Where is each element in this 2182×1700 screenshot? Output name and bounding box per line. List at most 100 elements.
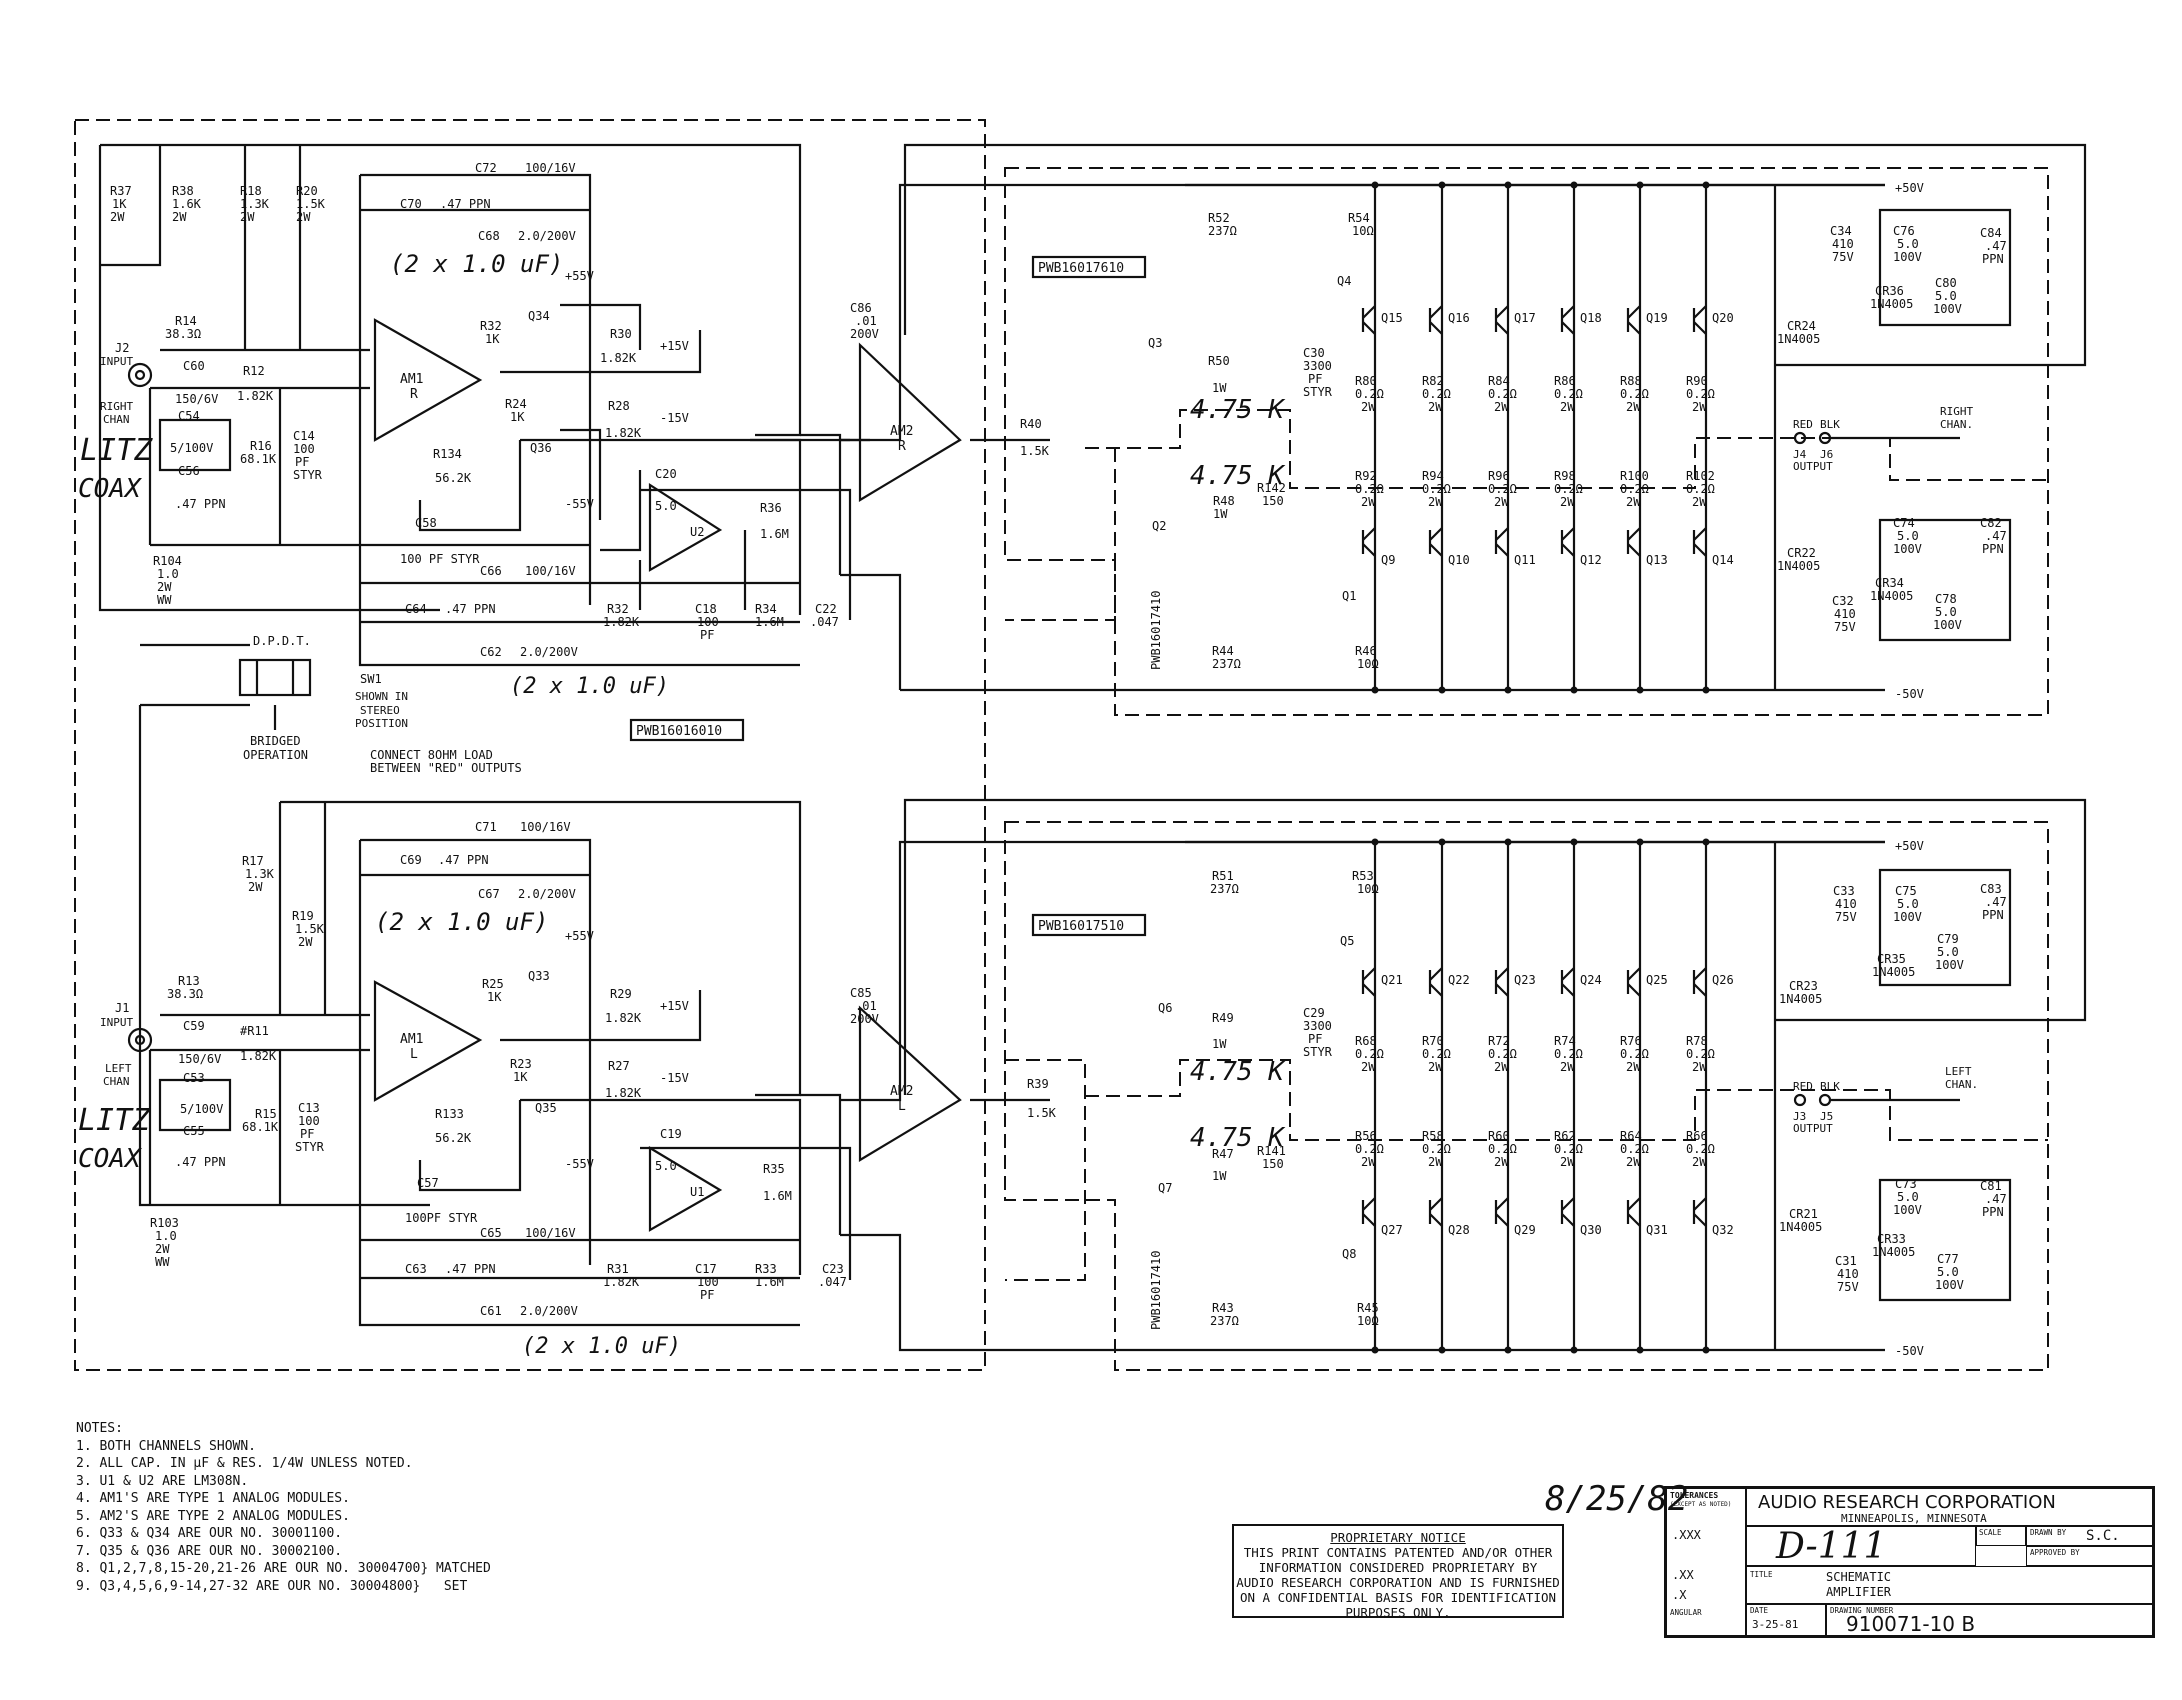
junction-dot [1438, 1346, 1446, 1354]
proprietary-notice: PROPRIETARY NOTICE THIS PRINT CONTAINS P… [1232, 1524, 1564, 1620]
chan-label: CHAN. [1940, 418, 1973, 431]
drawn-by-value: S.C. [2086, 1528, 2120, 1544]
output-transistor-symbol [1361, 527, 1376, 557]
upper-r-top-value: 0.2Ω [1620, 387, 1649, 401]
r103: R103 [150, 1216, 179, 1230]
c63v: .47 PPN [445, 1262, 496, 1276]
c30v: 3300 [1303, 359, 1332, 373]
r44: R44 [1212, 644, 1234, 658]
upper-r-bot: R96 [1488, 469, 1510, 483]
junction-dot [1702, 838, 1710, 846]
upper-q-top: Q17 [1514, 311, 1536, 325]
rail-label: +15V [660, 339, 689, 353]
component-labels: PWB16016010 PWB16017610 PWB16017510 PWB1… [100, 161, 2007, 1358]
tol-x: .X [1672, 1588, 1687, 1602]
drawn-by-label: DRAWN BY [2030, 1528, 2067, 1537]
chan-label: CHAN [103, 413, 130, 426]
shown-in-label: SHOWN IN [355, 690, 408, 703]
upper-r-top-value: 0.2Ω [1355, 387, 1384, 401]
junction-dot [1438, 838, 1446, 846]
r104v: 1.0 [157, 567, 179, 581]
drawing-number-label: DRAWING NUMBER [1830, 1606, 1894, 1615]
c53v: 5/100V [180, 1102, 223, 1116]
r47: R47 [1212, 1147, 1234, 1161]
upper-r-bot-watt: 2W [1428, 495, 1443, 509]
c83v2: PPN [1982, 908, 2004, 922]
r30v: 1.82K [600, 351, 637, 365]
r13: R13 [178, 974, 200, 988]
c73: C73 [1895, 1177, 1917, 1191]
c65: C65 [480, 1226, 502, 1240]
lower-r-bot-value: 0.2Ω [1488, 1142, 1517, 1156]
r52v: 237Ω [1208, 224, 1237, 238]
scale-label: SCALE [1979, 1528, 2002, 1537]
r34v: 1.6M [755, 615, 784, 629]
c14v3: STYR [293, 468, 323, 482]
q4: Q4 [1337, 274, 1351, 288]
title-label: TITLE [1750, 1570, 1773, 1579]
junction-dot [1371, 686, 1379, 694]
c78v: 5.0 [1935, 605, 1957, 619]
r32b: R32 [607, 602, 629, 616]
r142: R142 [1257, 481, 1286, 495]
notice-line: ON A CONFIDENTIAL BASIS FOR IDENTIFICATI… [1239, 1590, 1557, 1605]
output-transistor-symbol [1626, 967, 1641, 997]
c33: C33 [1833, 884, 1855, 898]
lower-r-top-watt: 2W [1428, 1060, 1443, 1074]
scale-cell [1976, 1526, 2026, 1546]
rail-label: +50V [1895, 839, 1924, 853]
c79v2: 100V [1935, 958, 1964, 972]
upper-q-top: Q16 [1448, 311, 1470, 325]
rail-label: -55V [565, 1157, 594, 1171]
r17: R17 [242, 854, 264, 868]
output-terminals [1793, 431, 1960, 1107]
r39v: 1.5K [1027, 1106, 1057, 1120]
c64: C64 [405, 602, 427, 616]
c64v: .47 PPN [445, 602, 496, 616]
q7: Q7 [1158, 1181, 1172, 1195]
junction-dot [1438, 181, 1446, 189]
lower-r-top: R74 [1554, 1034, 1576, 1048]
upper-r-top-watt: 2W [1361, 400, 1376, 414]
cr33: CR33 [1877, 1232, 1906, 1246]
lower-r-bot-value: 0.2Ω [1422, 1142, 1451, 1156]
c82v: .47 [1985, 529, 2007, 543]
cr36: CR36 [1875, 284, 1904, 298]
r32bv: 1.82K [603, 615, 640, 629]
input-jacks [127, 362, 153, 1053]
lower-r-bot-watt: 2W [1692, 1155, 1707, 1169]
c18: C18 [695, 602, 717, 616]
r104x: WW [157, 593, 172, 607]
junction-dot [1636, 181, 1644, 189]
upper-q-bot: Q14 [1712, 553, 1734, 567]
drawn-cell [2026, 1526, 2153, 1546]
r52: R52 [1208, 211, 1230, 225]
hw-resistor-value: 4.75 K [1190, 461, 1286, 491]
c17: C17 [695, 1262, 717, 1276]
c13v2: PF [300, 1127, 314, 1141]
lower-r-top-value: 0.2Ω [1422, 1047, 1451, 1061]
output-transistor-symbol [1626, 305, 1641, 335]
j6-label: J6 [1820, 448, 1833, 461]
title-line-2: AMPLIFIER [1826, 1585, 1892, 1599]
u2-label: U2 [690, 525, 704, 539]
hw-model: D-111 [1776, 1526, 1887, 1567]
title-cell [1746, 1566, 2153, 1604]
note-item: 6. Q33 & Q34 ARE OUR NO. 30001100. [76, 1526, 343, 1541]
junction-dot [1570, 838, 1578, 846]
c30v2: PF [1308, 372, 1322, 386]
upper-r-bot-value: 0.2Ω [1355, 482, 1384, 496]
red-label: RED [1793, 1080, 1813, 1093]
c75: C75 [1895, 884, 1917, 898]
r35: R35 [763, 1162, 785, 1176]
output-transistor-symbol [1692, 527, 1707, 557]
r19: R19 [292, 909, 314, 923]
c78: C78 [1935, 592, 1957, 606]
c22: C22 [815, 602, 837, 616]
cr34v: 1N4005 [1870, 589, 1913, 603]
c32v: 410 [1834, 607, 1856, 621]
am1-label: AM1 [400, 372, 423, 387]
r142v: 150 [1262, 494, 1284, 508]
cr23: CR23 [1789, 979, 1818, 993]
